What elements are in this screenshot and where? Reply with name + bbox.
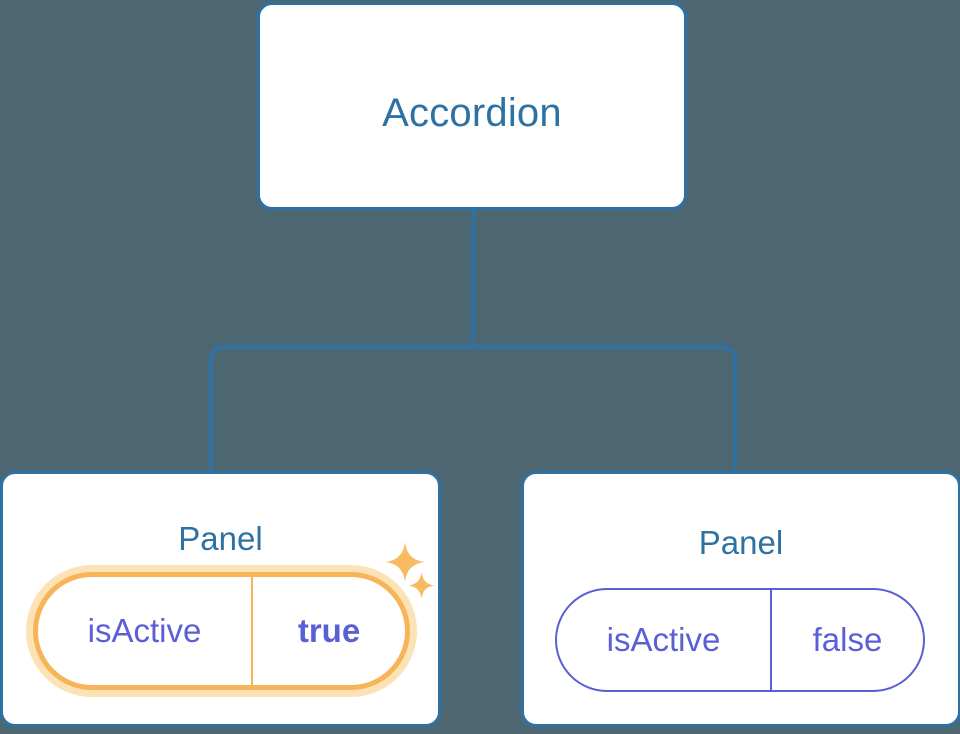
prop-pill-key: isActive — [557, 590, 772, 690]
prop-pill-isactive-true[interactable]: isActive true — [33, 572, 410, 690]
prop-pill-isactive-false[interactable]: isActive false — [555, 588, 925, 692]
prop-pill-value: false — [812, 621, 883, 658]
connector-branch-right — [473, 345, 737, 471]
prop-pill-key: isActive — [38, 577, 253, 685]
node-panel-right-title: Panel — [698, 524, 784, 561]
prop-pill-value: true — [297, 612, 361, 649]
node-panel-left-title: Panel — [178, 520, 263, 557]
node-accordion[interactable]: Accordion — [257, 2, 687, 210]
connector-branch-left — [209, 345, 473, 471]
node-accordion-title: Accordion — [382, 91, 562, 135]
